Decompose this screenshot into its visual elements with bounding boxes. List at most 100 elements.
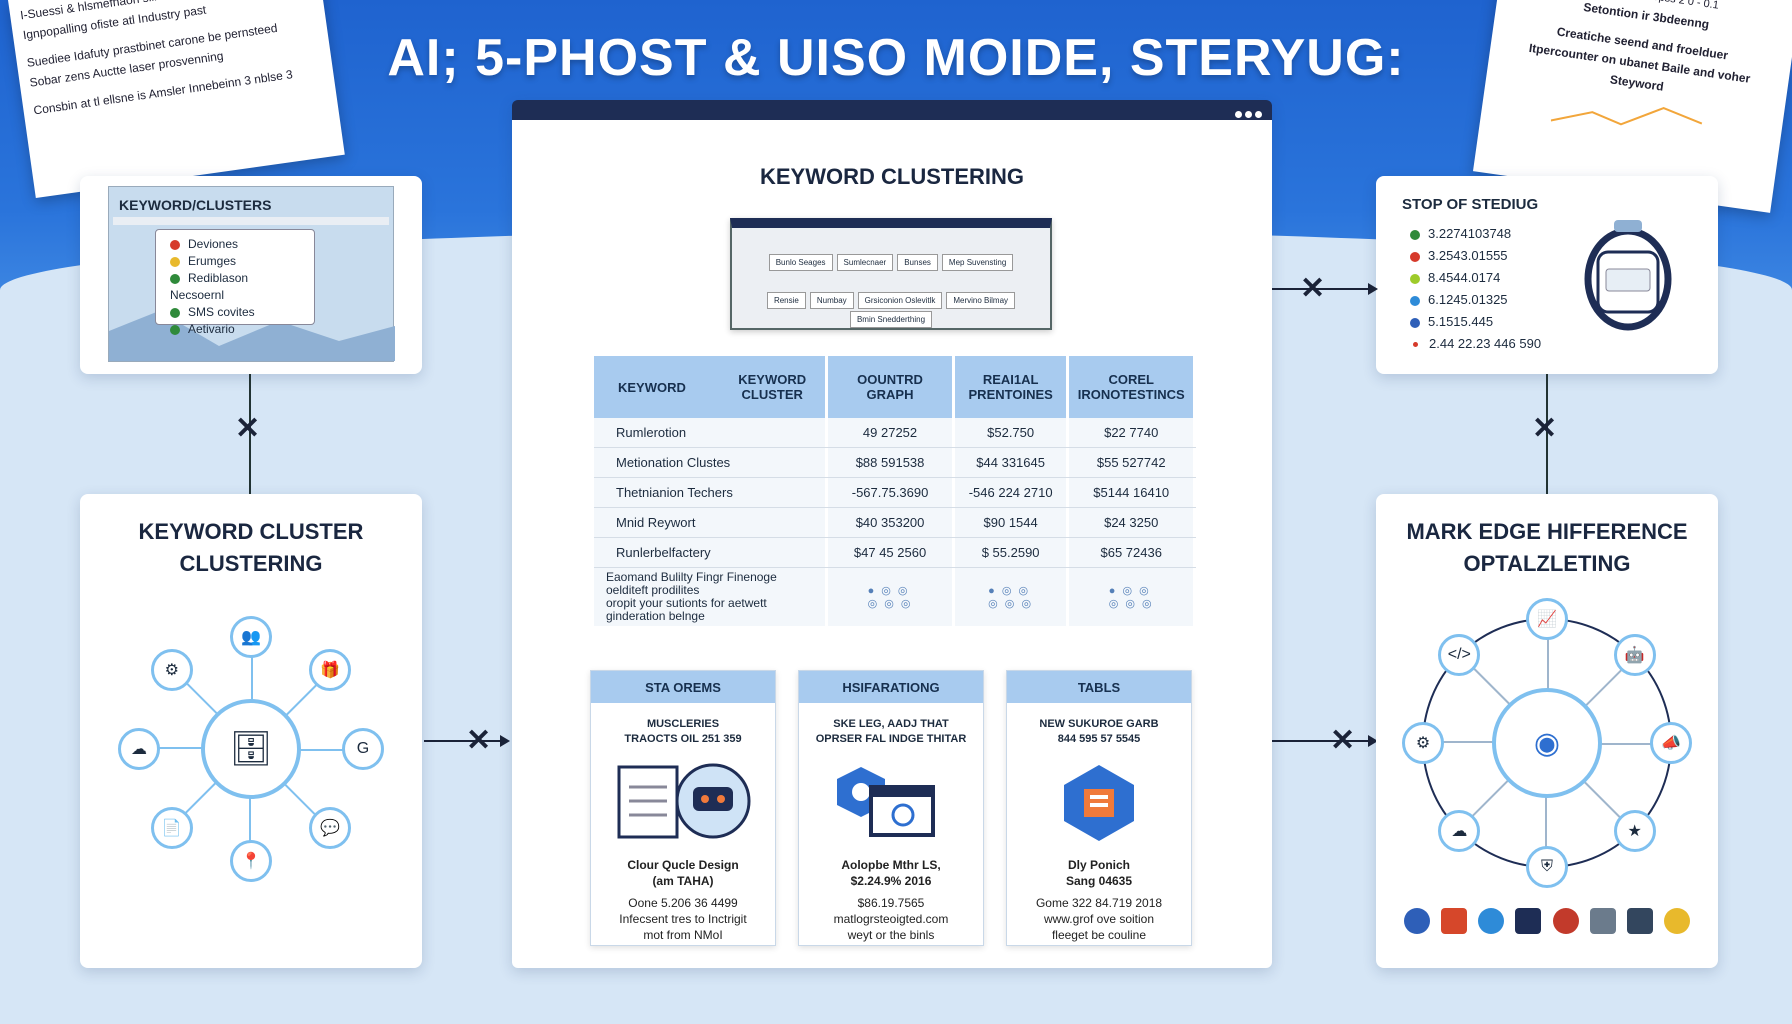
cross-icon: ✕: [1330, 724, 1356, 757]
code-icon[interactable]: </>: [1438, 634, 1481, 677]
mini-button[interactable]: Grsiconion Oslevitlk: [857, 292, 943, 309]
sub-card-title: HSIFARATIONG: [799, 671, 983, 703]
target-icon: ◉: [1492, 688, 1602, 798]
stop-item: 5.1515.445: [1410, 311, 1692, 333]
column-header[interactable]: REAI1AL PRENTOINES: [954, 356, 1067, 418]
connector-right-vertical: [1546, 374, 1548, 494]
cross-icon: ✕: [466, 724, 492, 757]
table-row[interactable]: Eaomand Bulilty Fingr Finenoge oelditeft…: [594, 568, 1196, 626]
cluster-label: Erumges: [188, 254, 237, 268]
mini-button[interactable]: Mervino Bilmay: [946, 292, 1016, 309]
keyword-table: KEYWORD KEYWORD CLUSTER OOUNTRD GRAPH RE…: [594, 356, 1196, 626]
cluster-item[interactable]: SMS covites: [170, 304, 300, 321]
table-cell: Eaomand Bulilty Fingr Finenoge oelditeft…: [594, 568, 826, 626]
table-cell: $90 1544: [954, 508, 1067, 537]
optimizing-diagram: ◉ 📈 🤖 📣 ★ ⛨ ☁ ⚙ </>: [1402, 598, 1692, 888]
mark-edge-card: MARK EDGE HIFFERENCE OPTALZLETING ◉ 📈 🤖 📣 ★…: [1376, 494, 1718, 968]
sub-card-title: STA OREMS: [591, 671, 775, 703]
arrow-top-right: [1272, 288, 1372, 290]
badge-icon: [1478, 908, 1505, 934]
mini-button[interactable]: Mep Suvensting: [941, 254, 1014, 271]
table-row[interactable]: Runlerbelfactery$47 45 2560$ 55.2590$65 …: [594, 538, 1196, 568]
mini-button[interactable]: Numbay: [809, 292, 854, 309]
table-cell: $24 3250: [1069, 508, 1193, 537]
table-cell: $47 45 2560: [828, 538, 952, 567]
table-cell: $ 55.2590: [954, 538, 1067, 567]
cluster-label: SMS covites: [188, 305, 255, 319]
column-header[interactable]: OOUNTRD GRAPH: [828, 356, 952, 418]
doc-icon[interactable]: 📄: [150, 807, 193, 850]
mini-button[interactable]: Sumlecnaer: [836, 254, 894, 271]
robot-icon: [1584, 220, 1672, 331]
hexagon-badge-icon: [1007, 747, 1191, 857]
window-controls[interactable]: [1232, 105, 1262, 123]
table-row[interactable]: Mnid Reywort$40 353200$90 1544$24 3250: [594, 508, 1196, 538]
mark-edge-title: MARK EDGE HIFFERENCE OPTALZLETING: [1406, 519, 1688, 576]
megaphone-icon[interactable]: 📣: [1650, 722, 1692, 764]
cluster-item[interactable]: Aetivario: [170, 321, 300, 338]
star-icon[interactable]: ★: [1613, 809, 1656, 852]
main-title: KEYWORD CLUSTERING: [760, 164, 1024, 189]
keyword-clusters-card: KEYWORD/CLUSTERS Deviones Erumges Redibl…: [80, 176, 422, 374]
table-cell: $5144 16410: [1069, 478, 1193, 507]
gift-icon[interactable]: 🎁: [309, 648, 352, 691]
cluster-item[interactable]: Erumges: [170, 253, 300, 270]
robot-icon[interactable]: 🤖: [1613, 634, 1656, 677]
table-cell: -546 224 2710: [954, 478, 1067, 507]
cluster-item[interactable]: Deviones: [170, 236, 300, 253]
badge-icon: [1515, 908, 1542, 934]
stop-item: 3.2274103748: [1410, 223, 1692, 245]
badge-icon: [1626, 908, 1653, 934]
mini-button[interactable]: Bunses: [897, 254, 938, 271]
cross-icon: ✕: [235, 412, 261, 445]
mini-button[interactable]: Bunlo Seages: [768, 254, 833, 271]
stop-item: 2.44 22.23 446 590: [1410, 333, 1692, 355]
people-icon[interactable]: 👥: [230, 616, 272, 658]
pin-icon[interactable]: 📍: [230, 840, 272, 882]
status-icons: ● ◎ ◎◎ ◎ ◎: [828, 568, 952, 626]
cluster-label: Deviones: [188, 237, 239, 251]
document-top-right: 2? docs bii fu nopss 2 0 - 0.1 Setontion…: [1472, 0, 1792, 213]
cluster-list: Deviones Erumges Rediblason Necsoernl SM…: [155, 229, 315, 336]
cloud-icon[interactable]: ☁: [1438, 809, 1481, 852]
sub-card-title: TABLS: [1007, 671, 1191, 703]
table-row[interactable]: Metionation Clustes$88 591538$44 331645$…: [594, 448, 1196, 478]
table-cell: $40 353200: [828, 508, 952, 537]
cluster-label: Aetivario: [188, 322, 235, 336]
mini-button[interactable]: Rensie: [766, 292, 806, 309]
stop-list: 3.2274103748 3.2543.01555 8.4544.0174 6.…: [1402, 223, 1692, 355]
cluster-item[interactable]: Rediblason Necsoernl: [170, 270, 300, 304]
shield-icon[interactable]: ⛨: [1526, 846, 1568, 888]
table-row[interactable]: Thetnianion Techers-567.75.3690-546 224 …: [594, 478, 1196, 508]
cross-icon: ✕: [1532, 412, 1558, 445]
stop-item: 3.2543.01555: [1410, 245, 1692, 267]
chart-icon[interactable]: 📈: [1526, 598, 1568, 640]
blue-dot-icon: [1410, 295, 1420, 306]
column-header[interactable]: KEYWORD KEYWORD CLUSTER: [594, 356, 826, 418]
badge-icon: [1441, 908, 1468, 934]
table-cell: 49 27252: [828, 418, 952, 447]
badge-row: [1404, 908, 1690, 934]
gear-icon[interactable]: ⚙: [1402, 722, 1444, 764]
column-header[interactable]: COREL IRONOTESTINCS: [1069, 356, 1193, 418]
gear-icon[interactable]: ⚙: [150, 648, 193, 691]
lime-dot-icon: [1410, 273, 1420, 284]
page-title: AI; 5-PHOST & UISO MOIDE, STERYUG:: [387, 29, 1405, 87]
table-cell: $65 72436: [1069, 538, 1193, 567]
table-cell: Metionation Clustes: [594, 448, 826, 477]
table-header: KEYWORD KEYWORD CLUSTER OOUNTRD GRAPH RE…: [594, 356, 1196, 418]
cloud-icon[interactable]: ☁: [118, 728, 160, 770]
green-dot-icon: [170, 324, 180, 335]
mini-button[interactable]: Bmin Snedderthing: [849, 311, 933, 328]
google-icon[interactable]: G: [342, 728, 384, 770]
red-dot-icon: [170, 239, 180, 250]
mountain-icon: [109, 311, 395, 361]
sub-card-body: Dly Ponich Sang 04635 Gome 322 84.719 20…: [1035, 858, 1163, 942]
chat-icon[interactable]: 💬: [309, 807, 352, 850]
